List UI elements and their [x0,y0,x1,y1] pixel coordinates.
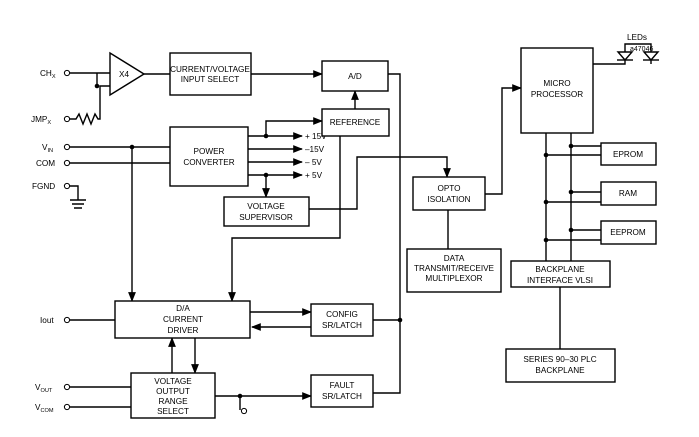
svg-text:CURRENT: CURRENT [163,315,203,324]
svg-text:TRANSMIT/RECEIVE: TRANSMIT/RECEIVE [414,264,495,273]
plc-backplane-block: SERIES 90–30 PLC BACKPLANE [505,348,616,383]
pin-chx: CHX [40,69,56,80]
svg-text:MICRO: MICRO [543,79,570,88]
rail-minus15: –15V [305,145,325,154]
supervisor-block: VOLTAGE SUPERVISOR [223,196,310,227]
pin-iout: Iout [40,316,54,325]
pin-vcom: VCOM [35,403,54,414]
svg-text:INPUT SELECT: INPUT SELECT [181,75,240,84]
svg-text:CONVERTER: CONVERTER [183,158,234,167]
ram-block: RAM [600,181,657,206]
da-driver-block: D/A CURRENT DRIVER [114,300,251,339]
svg-text:BACKPLANE: BACKPLANE [535,265,585,274]
cv-select-block: CURRENT/VOLTAGE INPUT SELECT [169,52,252,96]
svg-text:REFERENCE: REFERENCE [330,118,381,127]
power-converter-block: POWER CONVERTER [169,126,249,187]
svg-text:SUPERVISOR: SUPERVISOR [239,213,293,222]
svg-text:SELECT: SELECT [157,407,189,416]
svg-text:PROCESSOR: PROCESSOR [531,90,583,99]
led-2-icon [642,51,660,62]
svg-text:A/D: A/D [348,72,362,81]
rail-minus5: – 5V [305,158,322,167]
figure-id: a47046 [630,46,653,53]
pin-fgnd: FGND [32,182,55,191]
svg-text:BACKPLANE: BACKPLANE [535,366,585,375]
junction-dots [94,83,574,399]
range-select-block: VOLTAGE OUTPUT RANGE SELECT [130,372,216,419]
svg-text:D/A: D/A [176,304,190,313]
svg-text:CONFIG: CONFIG [326,310,358,319]
eeprom-block: EEPROM [600,220,657,245]
pin-terminals [63,69,248,415]
reference-block: REFERENCE [321,108,390,137]
svg-text:DATA: DATA [444,254,465,263]
amplifier-x4: X4 [109,51,146,97]
svg-text:FAULT: FAULT [330,381,355,390]
svg-text:X4: X4 [119,70,129,79]
svg-text:CURRENT/VOLTAGE: CURRENT/VOLTAGE [170,65,250,74]
rail-plus15: + 15V [305,132,327,141]
svg-text:RANGE: RANGE [158,397,188,406]
svg-text:SERIES 90–30 PLC: SERIES 90–30 PLC [523,355,596,364]
svg-text:SR/LATCH: SR/LATCH [322,321,362,330]
svg-text:SR/LATCH: SR/LATCH [322,392,362,401]
pin-com: COM [36,159,55,168]
svg-text:RAM: RAM [619,189,637,198]
svg-text:VOLTAGE: VOLTAGE [247,202,285,211]
rail-plus5: + 5V [305,171,323,180]
leds-label: LEDs [627,33,647,42]
pin-vout: VOUT [35,383,53,394]
svg-text:EEPROM: EEPROM [610,228,646,237]
backplane-vlsi-block: BACKPLANE INTERFACE VLSI [510,260,611,288]
eprom-block: EPROM [600,142,657,166]
svg-text:OUTPUT: OUTPUT [156,387,190,396]
pin-jmpx: JMPX [31,115,51,126]
svg-text:INTERFACE VLSI: INTERFACE VLSI [527,276,593,285]
adc-block: A/D [321,60,389,92]
wiring [70,43,652,410]
microprocessor-block: MICRO PROCESSOR [520,47,594,134]
opto-isolation-block: OPTO ISOLATION [412,176,486,211]
leds: LEDs [616,33,660,62]
svg-text:POWER: POWER [194,147,225,156]
fault-latch-block: FAULT SR/LATCH [310,374,374,408]
led-1-icon [616,51,634,62]
pin-vin: VIN [42,143,53,154]
svg-text:MULTIPLEXOR: MULTIPLEXOR [425,274,482,283]
data-mux-block: DATA TRANSMIT/RECEIVE MULTIPLEXOR [406,248,502,293]
svg-text:OPTO: OPTO [437,184,460,193]
config-latch-block: CONFIG SR/LATCH [310,303,374,337]
svg-text:VOLTAGE: VOLTAGE [154,377,192,386]
svg-text:DRIVER: DRIVER [168,326,199,335]
svg-text:EPROM: EPROM [613,150,643,159]
svg-text:ISOLATION: ISOLATION [427,195,470,204]
